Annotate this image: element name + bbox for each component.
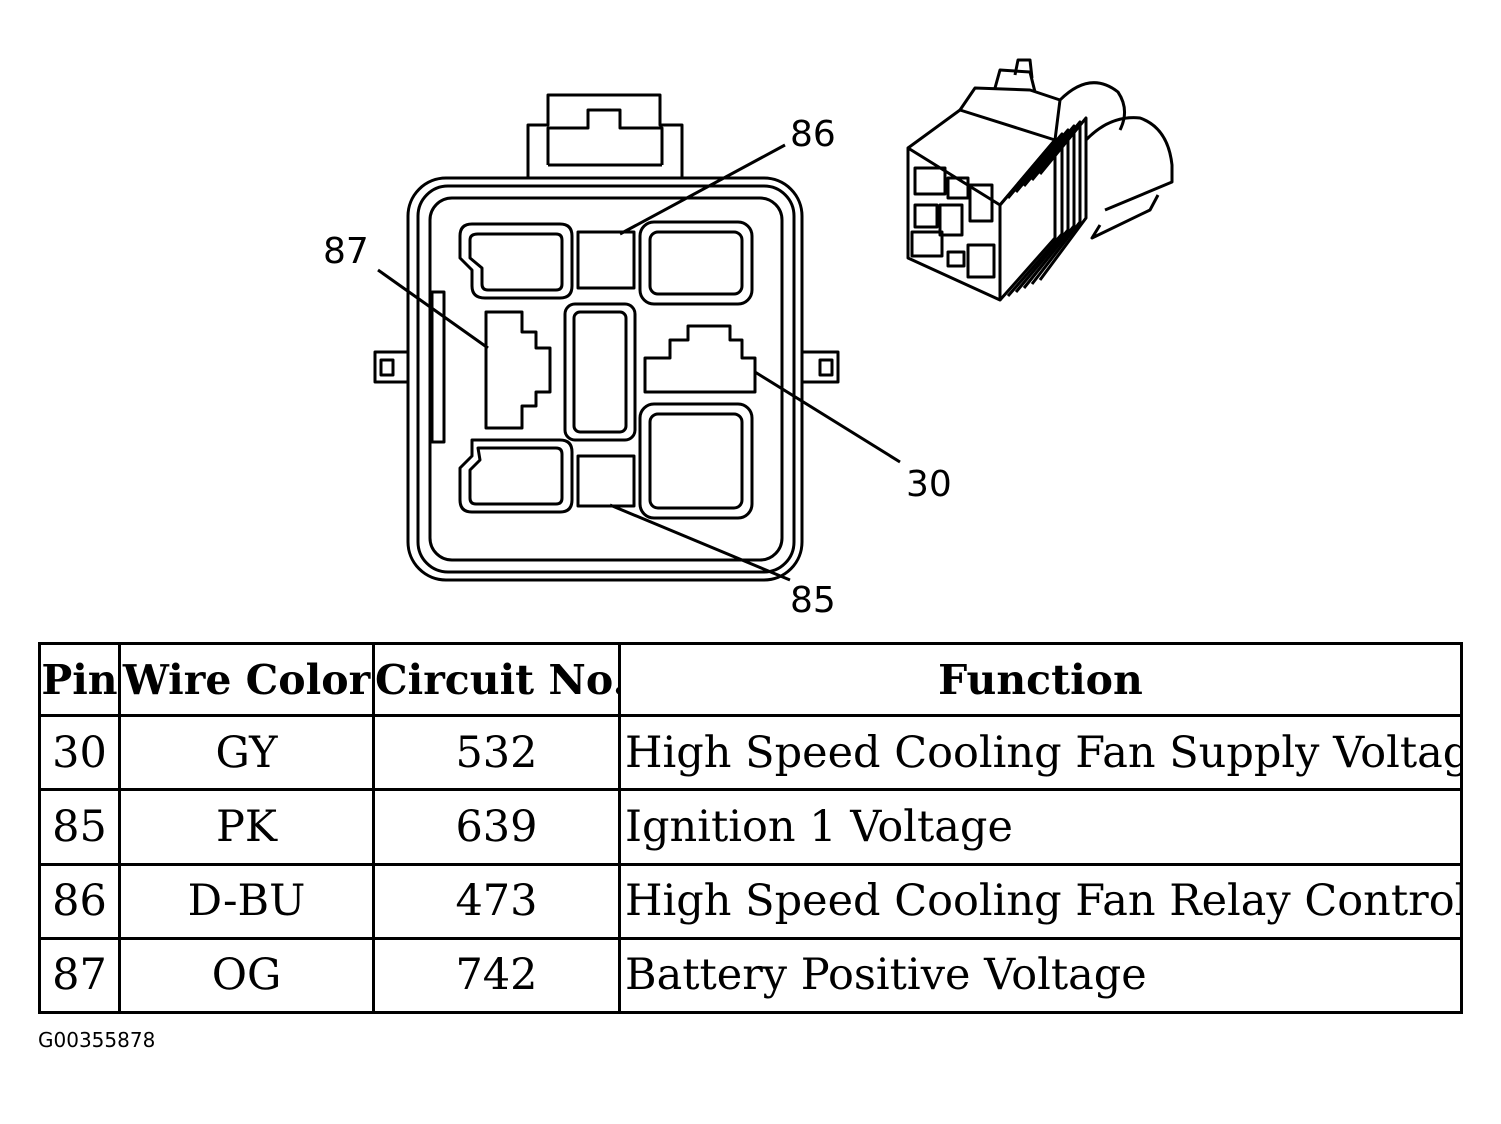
cell-wire-color: GY bbox=[118, 713, 375, 792]
leader-line-85 bbox=[609, 503, 791, 582]
cavity-top-left bbox=[458, 222, 574, 300]
cell-wire-color: PK bbox=[118, 788, 375, 866]
connector-diagram: 86 87 30 85 bbox=[323, 58, 1174, 621]
callout-30: 30 bbox=[906, 464, 952, 505]
table-header-row: Pin Wire Color Circuit No. Function bbox=[38, 642, 1463, 717]
cell-function: Ignition 1 Voltage bbox=[618, 788, 1463, 866]
cell-wire-color: D-BU bbox=[118, 862, 375, 940]
cell-wire-color: OG bbox=[118, 936, 375, 1015]
callout-85: 85 bbox=[790, 580, 836, 621]
header-function: Function bbox=[618, 642, 1463, 717]
table-row: 85 PK 639 Ignition 1 Voltage bbox=[38, 788, 1463, 866]
cell-function: High Speed Cooling Fan Relay Control bbox=[618, 862, 1463, 940]
connector-face bbox=[373, 93, 840, 582]
leader-line-87 bbox=[377, 268, 489, 350]
cell-pin: 86 bbox=[38, 862, 121, 940]
header-pin: Pin bbox=[38, 642, 121, 717]
cell-pin: 87 bbox=[38, 936, 121, 1015]
leader-line-86 bbox=[619, 143, 786, 236]
cavity-pin-85 bbox=[576, 454, 636, 508]
cell-pin: 30 bbox=[38, 713, 121, 792]
cavity-pin-86 bbox=[576, 230, 636, 290]
cavity-bottom-left bbox=[458, 438, 574, 514]
cell-circuit: 532 bbox=[372, 713, 621, 792]
cavity-top-right bbox=[638, 220, 754, 306]
cell-function: High Speed Cooling Fan Supply Voltage bbox=[618, 713, 1463, 792]
table-row: 30 GY 532 High Speed Cooling Fan Supply … bbox=[38, 713, 1463, 792]
callout-86: 86 bbox=[790, 114, 836, 155]
pin-table: Pin Wire Color Circuit No. Function 30 G… bbox=[38, 642, 1463, 1015]
cavity-pin-87 bbox=[484, 310, 552, 430]
header-wire-color: Wire Color bbox=[118, 642, 375, 717]
leader-line-30 bbox=[754, 370, 901, 464]
table-row: 86 D-BU 473 High Speed Cooling Fan Relay… bbox=[38, 862, 1463, 940]
header-circuit-no: Circuit No. bbox=[372, 642, 621, 717]
cell-pin: 85 bbox=[38, 788, 121, 866]
cell-circuit: 639 bbox=[372, 788, 621, 866]
cell-function: Battery Positive Voltage bbox=[618, 936, 1463, 1015]
cell-circuit: 473 bbox=[372, 862, 621, 940]
center-post bbox=[563, 302, 637, 442]
figure-id: G00355878 bbox=[38, 1028, 156, 1052]
connector-perspective-view bbox=[906, 58, 1174, 302]
cell-circuit: 742 bbox=[372, 936, 621, 1015]
cavity-bottom-right bbox=[638, 402, 754, 520]
table-row: 87 OG 742 Battery Positive Voltage bbox=[38, 936, 1463, 1015]
callout-87: 87 bbox=[323, 231, 369, 272]
cavity-pin-30 bbox=[643, 324, 757, 394]
